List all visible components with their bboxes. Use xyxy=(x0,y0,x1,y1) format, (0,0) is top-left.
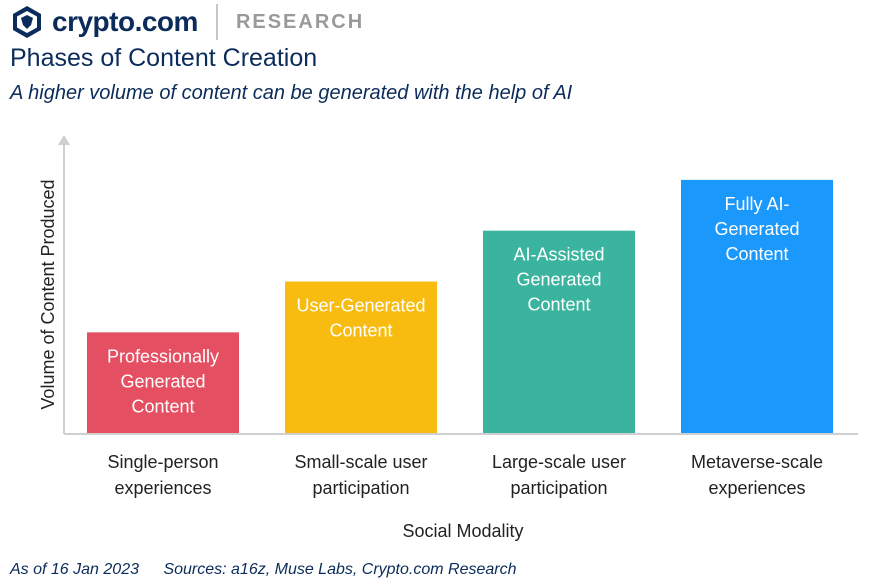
bar-3 xyxy=(483,230,635,434)
section-label: RESEARCH xyxy=(235,10,365,33)
bar-1 xyxy=(87,332,239,434)
header: crypto.com RESEARCH xyxy=(10,4,364,40)
brand-name: crypto.com xyxy=(52,6,198,37)
page-title: Phases of Content Creation xyxy=(10,44,318,72)
x-axis-title: Social Modality xyxy=(402,521,523,541)
bar-2 xyxy=(285,281,437,434)
y-axis-arrow-icon xyxy=(58,135,70,145)
page-subtitle: A higher volume of content can be genera… xyxy=(10,82,573,104)
y-axis-title: Volume of Content Produced xyxy=(38,179,58,409)
footer: As of 16 Jan 2023 Sources: a16z, Muse La… xyxy=(10,561,536,579)
bar-4 xyxy=(681,179,833,434)
as-of-date: As of 16 Jan 2023 xyxy=(10,561,139,578)
header-divider xyxy=(215,4,218,40)
crypto-lion-shield-icon xyxy=(13,6,41,38)
sources-text: Sources: a16z, Muse Labs, Crypto.com Res… xyxy=(163,561,517,578)
